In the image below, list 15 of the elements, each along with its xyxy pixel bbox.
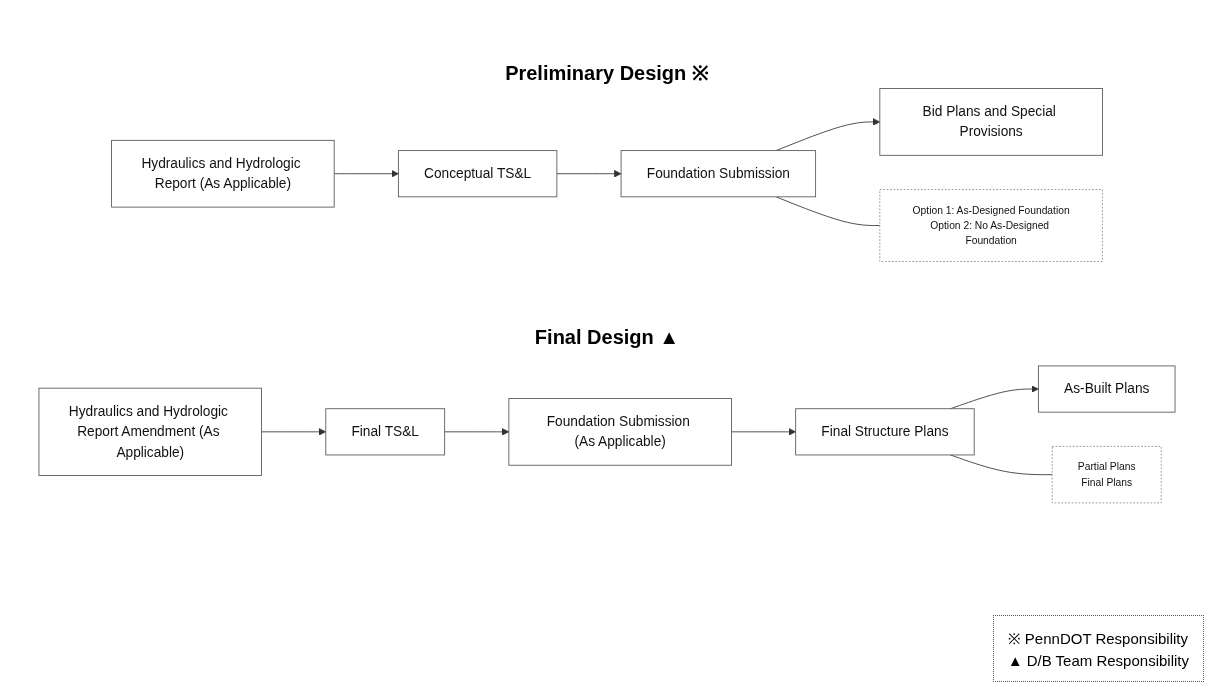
node-box: Option 1: As-Designed Foundation Option 2: No As-Designed Foundation bbox=[879, 189, 1103, 263]
node-box: Foundation Submission (As Applicable) bbox=[508, 398, 732, 467]
node-box: Hydraulics and Hydrologic Report Amendment (As Applicable) bbox=[38, 388, 262, 477]
node-box: As-Built Plans bbox=[1037, 365, 1176, 413]
node-box: Final TS&L bbox=[325, 408, 446, 456]
section-heading: Final Design ▲ bbox=[534, 326, 680, 350]
node-box: Foundation Submission bbox=[620, 150, 817, 198]
node-box: Partial Plans Final Plans bbox=[1051, 446, 1162, 504]
node-box: Bid Plans and Special Provisions bbox=[879, 88, 1103, 157]
section-heading: Preliminary Design ※ bbox=[505, 61, 709, 87]
legend-entry: ※ PennDOT Responsibility bbox=[1007, 629, 1189, 648]
node-box: Hydraulics and Hydrologic Report (As Applicable) bbox=[111, 140, 335, 208]
legend-entry: ▲ D/B Team Responsibility bbox=[1007, 652, 1189, 669]
node-box: Final Structure Plans bbox=[795, 408, 975, 456]
node-box: Conceptual TS&L bbox=[397, 150, 558, 198]
